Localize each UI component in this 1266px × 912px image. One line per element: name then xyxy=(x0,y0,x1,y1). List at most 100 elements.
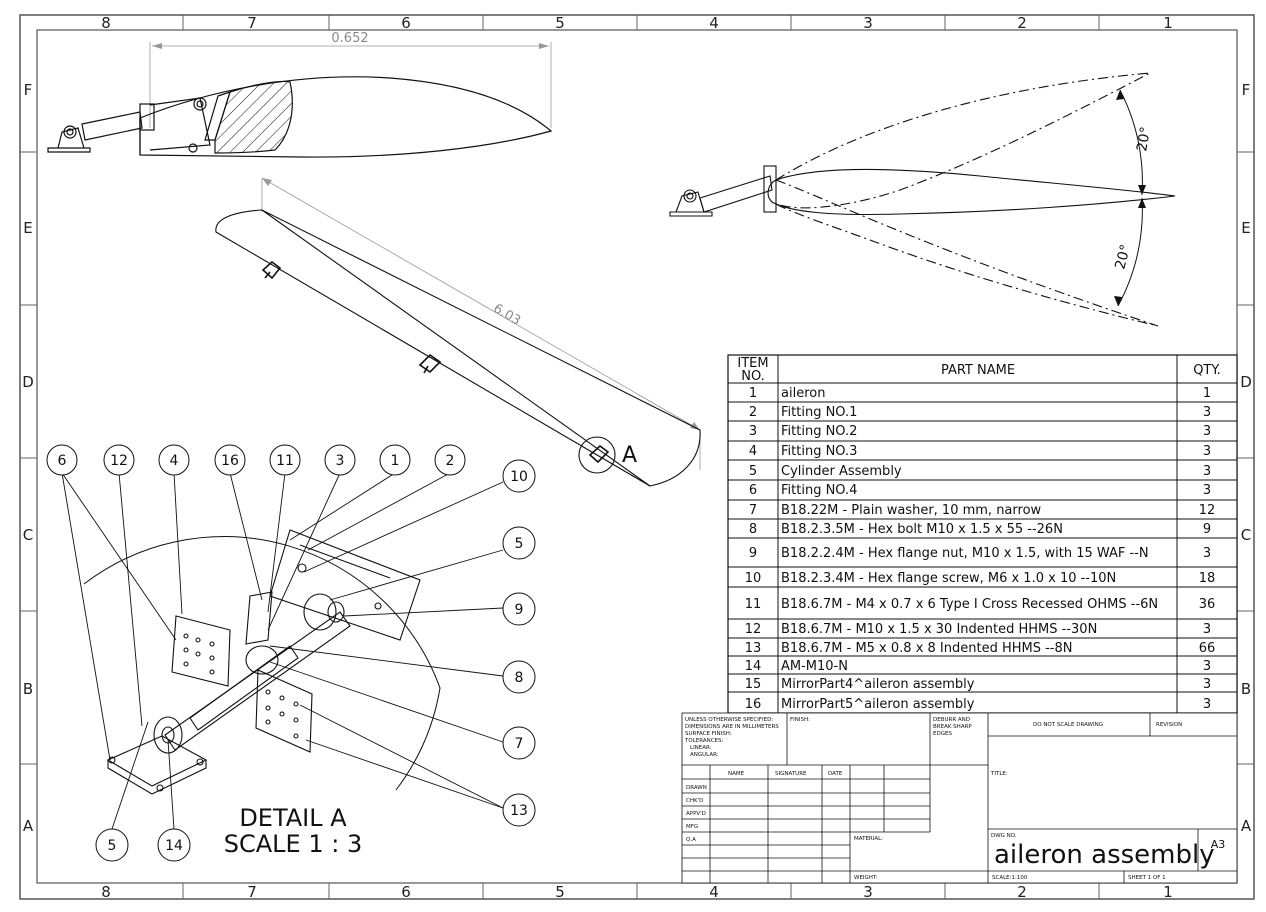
zone-col-label: 1 xyxy=(1163,883,1173,901)
tb-revision: REVISION xyxy=(1156,722,1182,728)
tb-deburr-line: BREAK SHARP xyxy=(933,724,972,730)
bom-item-number: 6 xyxy=(749,483,757,498)
zone-row-label: F xyxy=(24,81,33,99)
balloon: 1 xyxy=(379,444,411,476)
zone-row-label: A xyxy=(23,817,34,835)
zone-labels-left: F E D C B A xyxy=(22,81,34,835)
bom-part-name: MirrorPart4^aileron assembly xyxy=(781,677,975,692)
bom-part-name: Fitting NO.3 xyxy=(781,444,857,459)
zone-row-label: A xyxy=(1241,817,1252,835)
tb-weight-label: WEIGHT: xyxy=(854,875,878,881)
bom-item-number: 13 xyxy=(745,641,762,656)
balloon: 5 xyxy=(95,828,129,862)
tb-date-header: DATE xyxy=(828,771,843,777)
aileron-section-view xyxy=(47,42,553,158)
zone-labels-bottom: 8 7 6 5 4 3 2 1 xyxy=(101,883,1173,901)
bom-quantity: 3 xyxy=(1203,622,1211,637)
bom-part-name: MirrorPart5^aileron assembly xyxy=(781,697,975,712)
bom-item-number: 11 xyxy=(745,597,762,612)
balloon-number: 8 xyxy=(515,670,524,686)
balloon: 5 xyxy=(502,526,536,560)
bom-part-name: B18.6.7M - M5 x 0.8 x 8 Indented HHMS --… xyxy=(781,641,1073,656)
tb-unless-line: DIMENSIONS ARE IN MILLIMETERS xyxy=(685,724,779,730)
title-block-text: UNLESS OTHERWISE SPECIFIED: DIMENSIONS A… xyxy=(684,717,1225,881)
zone-labels-top: 8 7 6 5 4 3 2 1 xyxy=(101,14,1173,32)
detail-a-view xyxy=(83,529,441,795)
balloon: 16 xyxy=(214,444,246,476)
tb-role: CHK'D xyxy=(686,798,703,804)
bom-part-name: AM-M10-N xyxy=(781,659,848,674)
tb-deburr-line: EDGES xyxy=(933,731,952,737)
zone-col-label: 7 xyxy=(247,883,257,901)
bom-item-number: 15 xyxy=(745,677,762,692)
bom-quantity: 18 xyxy=(1199,571,1216,586)
bom-item-number: 8 xyxy=(749,522,757,537)
balloon-number: 5 xyxy=(108,838,117,854)
bom-part-name: B18.22M - Plain washer, 10 mm, narrow xyxy=(781,503,1042,518)
bom-quantity: 3 xyxy=(1203,405,1211,420)
chord-dimension: 0.652 xyxy=(331,31,368,46)
bom-part-name: B18.6.7M - M10 x 1.5 x 30 Indented HHMS … xyxy=(781,622,1097,637)
bom-quantity: 3 xyxy=(1203,546,1211,561)
aileron-isometric-view xyxy=(215,177,701,487)
balloon-number: 16 xyxy=(221,453,239,469)
bom-header-item: ITEM xyxy=(737,356,768,371)
bom-quantity: 9 xyxy=(1203,522,1211,537)
tb-finish: FINISH: xyxy=(790,717,810,723)
zone-col-label: 4 xyxy=(709,14,719,32)
bom-quantity: 3 xyxy=(1203,464,1211,479)
title-block xyxy=(681,712,1238,884)
zone-labels-right: F E D C B A xyxy=(1240,81,1252,835)
tb-material-label: MATERIAL: xyxy=(854,836,883,842)
balloon: 11 xyxy=(269,444,301,476)
zone-col-label: 8 xyxy=(101,14,111,32)
bom-item-number: 12 xyxy=(745,622,762,637)
bom-part-name: B18.2.3.5M - Hex bolt M10 x 1.5 x 55 --2… xyxy=(781,522,1063,537)
tb-title-label: TITLE: xyxy=(990,771,1008,777)
bom-quantity: 3 xyxy=(1203,444,1211,459)
deflection-up-angle: 20° xyxy=(1134,125,1154,152)
deflection-down-angle: 20° xyxy=(1112,243,1134,271)
detail-scale: SCALE 1 : 3 xyxy=(224,830,362,858)
tb-dwg-no-label: DWG NO. xyxy=(991,833,1017,839)
balloon-number: 1 xyxy=(391,453,400,469)
bom-quantity: 36 xyxy=(1199,597,1216,612)
bom-quantity: 3 xyxy=(1203,659,1211,674)
bom-part-name: Fitting NO.4 xyxy=(781,483,857,498)
zone-ticks xyxy=(20,15,1254,899)
bom-part-name: Fitting NO.2 xyxy=(781,424,857,439)
zone-col-label: 2 xyxy=(1017,883,1027,901)
zone-row-label: C xyxy=(1241,526,1251,544)
balloon: 8 xyxy=(502,660,536,694)
bom-item-number: 10 xyxy=(745,571,762,586)
bom-quantity: 3 xyxy=(1203,697,1211,712)
aileron-deflection-view xyxy=(669,72,1176,327)
balloon-leaders xyxy=(61,472,504,830)
balloon-number: 7 xyxy=(515,736,524,752)
tb-role: MFG xyxy=(686,824,698,830)
zone-col-label: 4 xyxy=(709,883,719,901)
balloon: 9 xyxy=(502,592,536,626)
bom-item-number: 9 xyxy=(749,546,757,561)
zone-row-label: E xyxy=(1241,219,1250,237)
balloon-number: 14 xyxy=(165,838,183,854)
balloon-number: 3 xyxy=(336,453,345,469)
balloon: 6 xyxy=(46,444,78,476)
tb-role: APPV'D xyxy=(686,811,706,817)
tb-unless-line: UNLESS OTHERWISE SPECIFIED: xyxy=(685,717,773,723)
balloon: 14 xyxy=(157,828,191,862)
bom-quantity: 3 xyxy=(1203,424,1211,439)
detail-title: DETAIL A xyxy=(239,804,347,832)
balloon-number: 2 xyxy=(446,453,455,469)
bom-part-name: B18.2.2.4M - Hex flange nut, M10 x 1.5, … xyxy=(781,546,1149,561)
bom-quantity: 3 xyxy=(1203,677,1211,692)
zone-row-label: B xyxy=(23,680,33,698)
tb-unless-line: LINEAR: xyxy=(690,745,712,751)
bom-header-part: PART NAME xyxy=(941,363,1015,378)
zone-col-label: 6 xyxy=(401,14,411,32)
bom-item-number: 2 xyxy=(749,405,757,420)
balloon-number: 5 xyxy=(515,536,524,552)
bom-part-name: aileron xyxy=(781,386,825,401)
